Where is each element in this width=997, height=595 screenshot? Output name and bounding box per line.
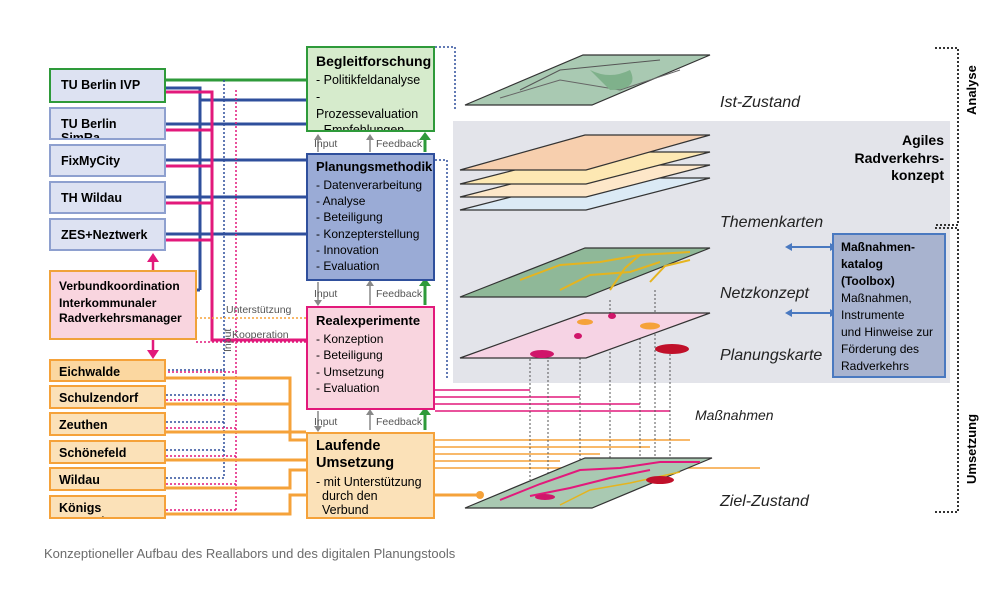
connector-svg — [147, 46, 959, 516]
toolbox-body-3: Förderung des — [841, 342, 920, 357]
label-feedback-2: Feedback — [376, 288, 423, 300]
planung-item: Beteiligung — [316, 209, 425, 225]
ziel-zustand-layer — [464, 457, 713, 509]
real-item: Evaluation — [316, 380, 425, 397]
toolbox-title1: Maßnahmen- — [841, 240, 916, 254]
toolbox-title2: katalog — [841, 257, 884, 272]
ist-zustand-layer — [464, 54, 711, 106]
real-item: Umsetzung — [316, 364, 425, 381]
realexperimente-title: Realexperimente — [316, 313, 421, 328]
label-themenkarten: Themenkarten — [720, 214, 824, 231]
real-item: Konzeption — [316, 331, 425, 348]
planungsmethodik-list: Datenverarbeitung Analyse Beteiligung Ko… — [316, 177, 425, 275]
kommune-koenigs-wusterhausen: Königs Wusterh. — [49, 495, 166, 519]
label-feedback-3: Feedback — [376, 416, 423, 428]
label-netzkonzept: Netzkonzept — [720, 285, 809, 302]
label-input-3: Input — [314, 416, 338, 428]
kommune-wildau: Wildau — [49, 467, 166, 491]
begleit-item: Empfehlungen — [316, 122, 425, 130]
planungskarte-layer — [459, 312, 711, 359]
verbund-line3: Radverkehrsmanager — [59, 310, 182, 325]
laufende-title2: Umsetzung — [316, 455, 395, 472]
planung-item: Evaluation — [316, 258, 425, 274]
connector-pink-1 — [166, 90, 306, 342]
phase-umsetzung: Umsetzung — [964, 413, 979, 484]
toolbox-body-4: Radverkehrs — [841, 359, 910, 374]
begleitforschung-list: Politikfeldanalyse Prozessevaluation Emp… — [316, 72, 425, 130]
agiles-line2: Radverkehrs- — [854, 149, 945, 166]
begleitforschung-title: Begleitforschung — [316, 53, 432, 69]
kommune-zeuthen: Zeuthen — [49, 412, 166, 436]
partner-fixmycity: FixMyCity — [49, 144, 166, 177]
label-massnahmen: Maßnahmen — [695, 407, 774, 423]
planung-item: Konzepterstellung — [316, 226, 425, 242]
label-kooperation: Kooperation — [232, 329, 289, 341]
laufende-umsetzung-box: Laufende Umsetzung - mit Unterstützung d… — [306, 432, 435, 519]
toolbox-body-1: Instrumente — [841, 308, 905, 323]
begleit-item: Politikfeldanalyse — [316, 72, 425, 89]
toolbox-body-0: Maßnahmen, — [841, 291, 912, 306]
begleit-item: Prozessevaluation — [316, 89, 425, 123]
label-input-vertical: Input — [222, 328, 234, 352]
concept-diagram: TU Berlin IVP TU Berlin SimRa FixMyCity … — [0, 0, 997, 545]
label-ist-zustand: Ist-Zustand — [720, 94, 801, 111]
label-feedback-1: Feedback — [376, 138, 423, 150]
verbund-line2: Interkommunaler — [59, 296, 157, 311]
laufende-sub2: durch den Verbund — [322, 488, 378, 517]
realexperimente-box: Realexperimente Konzeption Beteiligung U… — [306, 306, 435, 410]
toolbox-title3: (Toolbox) — [841, 274, 895, 289]
verbundkoordination-box: Verbundkoordination Interkommunaler Radv… — [49, 270, 197, 340]
agiles-line1: Agiles — [901, 132, 944, 148]
themenkarten-layers — [459, 134, 711, 211]
partner-th-wildau: TH Wildau — [49, 181, 166, 214]
partner-tu-berlin-simra: TU Berlin SimRa — [49, 107, 166, 140]
planungsmethodik-box: Planungsmethodik Datenverarbeitung Analy… — [306, 153, 435, 281]
kommune-schulzendorf: Schulzendorf — [49, 385, 166, 409]
label-ziel-zustand: Ziel-Zustand — [720, 493, 809, 510]
toolbox-box: Maßnahmen- katalog (Toolbox) Maßnahmen, … — [832, 233, 946, 378]
toolbox-body-2: und Hinweise zur — [841, 325, 934, 340]
label-unterstuetzung: Unterstützung — [226, 304, 292, 316]
laufende-title1: Laufende — [316, 438, 381, 454]
begleitforschung-box: Begleitforschung Politikfeldanalyse Proz… — [306, 46, 435, 132]
planung-item: Innovation — [316, 242, 425, 258]
planung-item: Analyse — [316, 193, 425, 209]
planungsmethodik-title: Planungsmethodik — [316, 159, 433, 174]
verbund-line1: Verbundkoordination — [59, 279, 180, 293]
real-item: Beteiligung — [316, 347, 425, 364]
kommune-schoenefeld: Schönefeld — [49, 440, 166, 464]
laufende-sub1: - mit Unterstützung — [316, 474, 422, 489]
label-input-1: Input — [314, 138, 338, 150]
partner-tu-berlin-ivp: TU Berlin IVP — [49, 68, 166, 103]
agiles-konzept-title: Agiles Radverkehrs- konzept — [820, 132, 945, 185]
kommune-eichwalde: Eichwalde — [49, 359, 166, 382]
label-input-2: Input — [314, 288, 338, 300]
agiles-line3: konzept — [891, 167, 944, 183]
label-planungskarte: Planungskarte — [720, 347, 823, 364]
partner-zes-netzwerk: ZES+Neztwerk — [49, 218, 166, 251]
figure-caption: Konzeptioneller Aufbau des Reallabors un… — [44, 546, 456, 561]
planung-item: Datenverarbeitung — [316, 177, 425, 193]
phase-analyse: Analyse — [964, 65, 979, 115]
realexperimente-list: Konzeption Beteiligung Umsetzung Evaluat… — [316, 331, 425, 397]
netzkonzept-layer — [459, 247, 711, 298]
